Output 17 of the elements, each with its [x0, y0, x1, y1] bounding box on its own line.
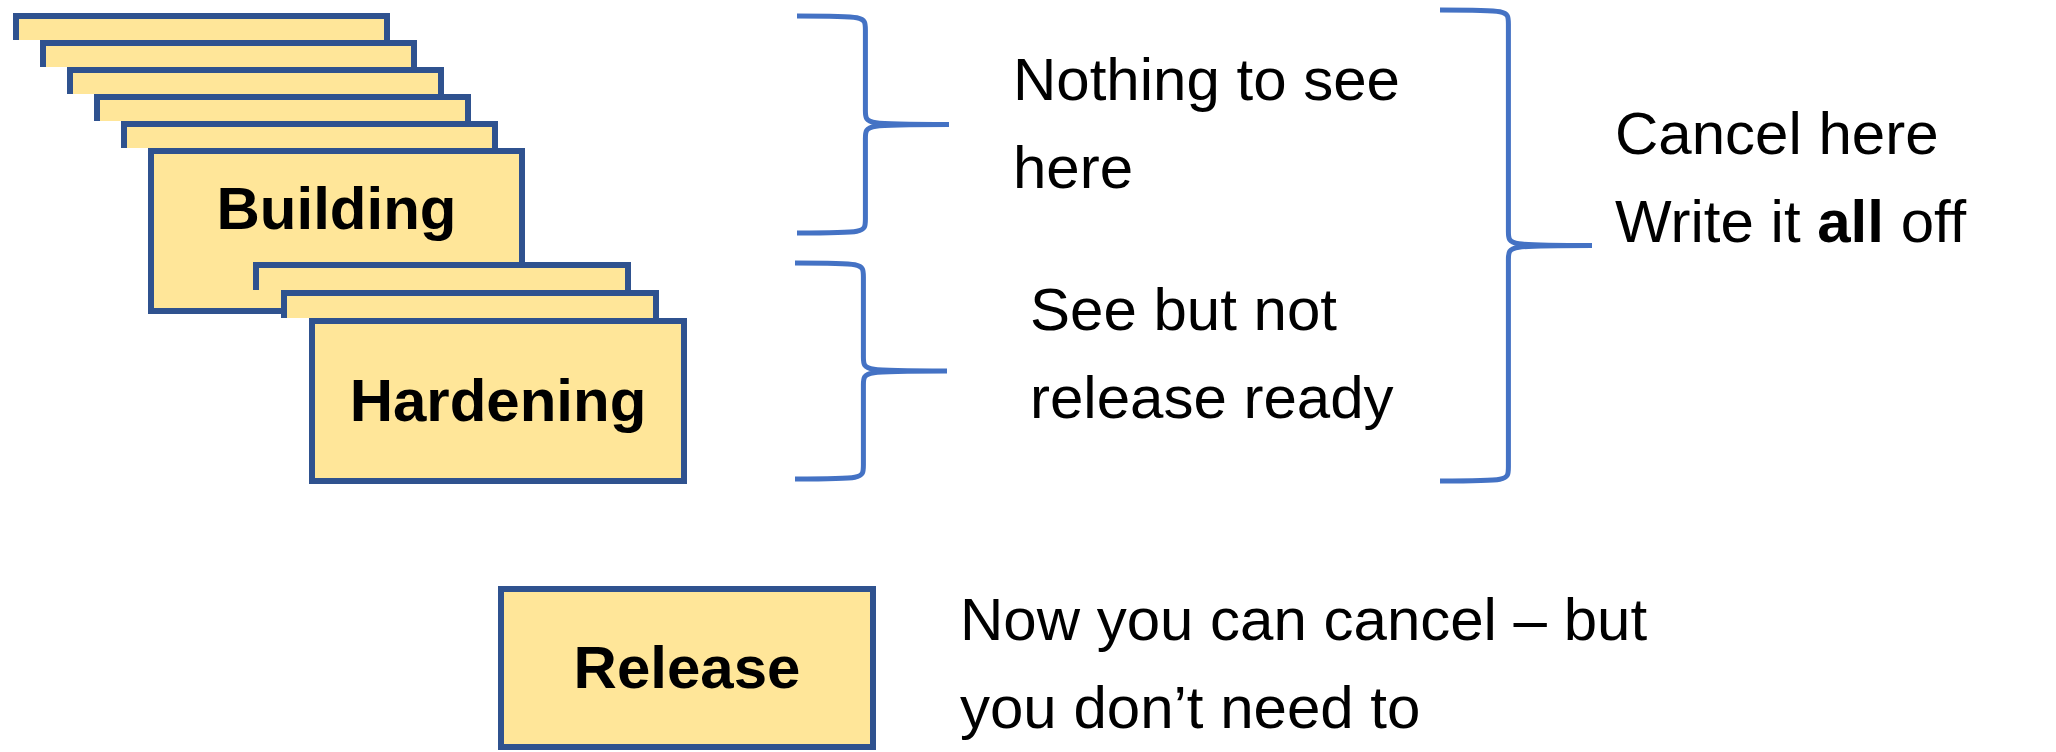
card: [94, 94, 471, 121]
note-text: Write it all off: [1615, 187, 1968, 257]
card-label: Release: [573, 635, 801, 701]
card: [121, 121, 498, 148]
card: [13, 13, 390, 40]
card: [281, 290, 659, 318]
card: [498, 586, 876, 750]
card: [253, 262, 631, 290]
card: [67, 67, 444, 94]
card: [40, 40, 417, 67]
note-text: See but not release ready: [1030, 275, 1395, 433]
note-text: Cancel here: [1615, 99, 1940, 169]
card-label: Hardening: [349, 368, 647, 434]
note-text: Nothing to see here: [1013, 45, 1401, 203]
card: [309, 318, 687, 484]
note-text: Now you can cancel – but you don’t need to: [960, 585, 1649, 743]
card-label: Building: [216, 176, 457, 242]
